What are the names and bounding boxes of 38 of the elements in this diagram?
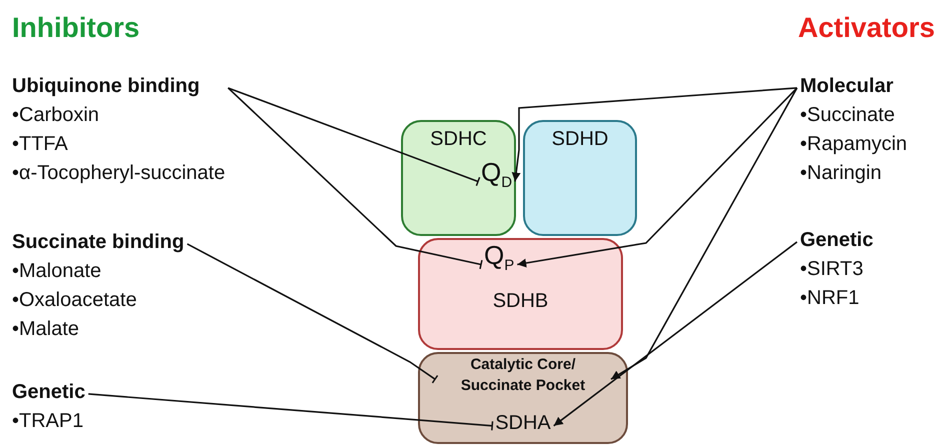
inhibition-line — [186, 243, 438, 384]
group-heading: Molecular — [800, 74, 894, 99]
subunit-box — [401, 120, 516, 236]
subunit-box — [418, 238, 623, 350]
list-item: •Malonate — [12, 259, 102, 284]
group-heading: Genetic — [12, 380, 86, 405]
list-item: •TTFA — [12, 132, 69, 157]
subunit-label: SDHA — [495, 412, 551, 435]
list-item: •α-Tocopheryl-succinate — [12, 161, 226, 186]
site-label: Catalytic Core/ Succinate Pocket — [460, 355, 586, 396]
list-item: •Naringin — [800, 161, 882, 186]
list-item: •NRF1 — [800, 286, 860, 311]
subunit-label: SDHC — [430, 128, 487, 151]
activation-arrow — [517, 87, 798, 268]
site-label: Q$_{P}$ — [484, 241, 514, 276]
subunit-box — [523, 120, 637, 236]
inhibition-line — [228, 87, 483, 270]
activation-arrow — [610, 88, 798, 380]
subunit-box — [418, 352, 628, 444]
site-label: Q$_{D}$ — [481, 158, 512, 194]
inhibition-line — [88, 393, 494, 432]
list-item: •Rapamycin — [800, 132, 908, 157]
section-title: Inhibitors — [12, 12, 140, 44]
list-item: •Carboxin — [12, 103, 100, 128]
subunit-label: SDHB — [492, 290, 548, 313]
group-heading: Ubiquinone binding — [12, 74, 201, 99]
list-item: •Oxaloacetate — [12, 288, 138, 313]
group-heading: Succinate binding — [12, 230, 184, 255]
activation-arrow — [553, 241, 798, 426]
section-title: Activators — [798, 12, 935, 44]
subunit-label: SDHD — [552, 128, 608, 151]
list-item: •TRAP1 — [12, 409, 84, 434]
list-item: •SIRT3 — [800, 257, 864, 282]
group-heading: Genetic — [800, 228, 874, 253]
activation-arrow — [512, 87, 798, 182]
list-item: •Succinate — [800, 103, 896, 128]
list-item: •Malate — [12, 317, 80, 342]
inhibition-line — [228, 87, 480, 186]
